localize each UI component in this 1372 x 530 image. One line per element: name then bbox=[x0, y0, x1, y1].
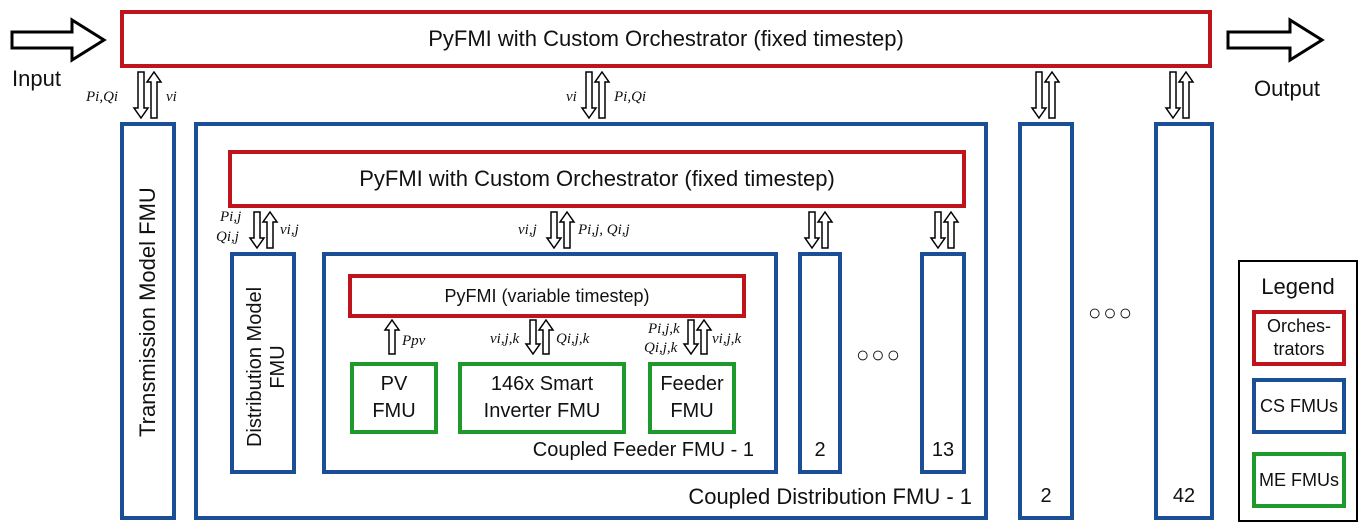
ppv-label: Ppv bbox=[402, 333, 426, 349]
coupled-feeder-label: Coupled Feeder FMU - 1 bbox=[532, 439, 754, 461]
coupled-distribution-box: Coupled Distribution FMU - 1 bbox=[194, 122, 988, 520]
pv-fmu-line2: FMU bbox=[372, 400, 416, 422]
input-label: Input bbox=[12, 66, 61, 91]
coupled-distribution-label: Coupled Distribution FMU - 1 bbox=[688, 484, 972, 509]
fd-left-top-label: Pi,j,k bbox=[648, 321, 680, 337]
legend-box: Legend Orches- trators CS FMUs ME FMUs bbox=[1238, 260, 1358, 522]
dist-left-bottom-label: Qi,j bbox=[216, 229, 239, 245]
outer-column-2-label: 2 bbox=[1040, 485, 1052, 507]
feeder-fmu-box: Feeder FMU bbox=[648, 362, 736, 434]
tm-left-label: Pi,Qi bbox=[86, 89, 119, 105]
feeder-column-13: 13 bbox=[920, 252, 966, 474]
output-label: Output bbox=[1254, 76, 1321, 101]
inv-right-label: Qi,j,k bbox=[556, 331, 590, 347]
pv-fmu-line1: PV bbox=[380, 373, 408, 395]
bidir-arrow-feeder bbox=[682, 318, 713, 356]
outer-ellipsis: ○○○ bbox=[1088, 300, 1134, 325]
bidir-arrow-cd bbox=[580, 70, 611, 120]
distribution-model-line1: Distribution Model bbox=[244, 286, 266, 448]
input-arrow bbox=[10, 17, 107, 63]
inverter-fmu-line1: 146x Smart bbox=[490, 373, 594, 395]
cd-left-label: vi bbox=[566, 89, 577, 105]
feeder-fmu-line2: FMU bbox=[670, 400, 714, 422]
bidir-arrow-feeder2 bbox=[803, 210, 834, 250]
feeder-column-2-label: 2 bbox=[814, 439, 826, 461]
legend-me-label: ME FMUs bbox=[1259, 469, 1339, 490]
fd-right-label: vi,j,k bbox=[712, 331, 742, 347]
legend-orchestrators: Orches- trators bbox=[1252, 310, 1346, 366]
bidir-arrow-col2 bbox=[1030, 70, 1061, 120]
cf-right-label: Pi,j, Qi,j bbox=[578, 222, 630, 238]
feeder-fmu-line1: Feeder bbox=[660, 373, 724, 395]
bidir-arrow-feeder13 bbox=[929, 210, 960, 250]
feeder-column-13-label: 13 bbox=[931, 439, 955, 461]
bidir-arrow-inverter bbox=[524, 318, 555, 356]
transmission-model-box: Transmission Model FMU bbox=[120, 122, 176, 520]
up-arrow-pv bbox=[383, 318, 401, 355]
outer-column-42-label: 42 bbox=[1172, 485, 1196, 507]
legend-cs-fmus: CS FMUs bbox=[1252, 378, 1346, 434]
top-orchestrator-box: PyFMI with Custom Orchestrator (fixed ti… bbox=[120, 10, 1212, 68]
bidir-arrow-tm bbox=[132, 70, 163, 120]
top-orchestrator-label: PyFMI with Custom Orchestrator (fixed ti… bbox=[428, 26, 904, 51]
coupled-feeder-box: Coupled Feeder FMU - 1 bbox=[322, 252, 778, 474]
distribution-model-text: Distribution Model FMU bbox=[244, 256, 289, 478]
feeder-column-2: 2 bbox=[798, 252, 842, 474]
cd-right-label: Pi,Qi bbox=[614, 89, 647, 105]
bidir-arrow-dist bbox=[248, 210, 279, 250]
inverter-fmu-line2: Inverter FMU bbox=[483, 400, 601, 422]
dist-left-top-label: Pi,j bbox=[220, 209, 242, 225]
distribution-model-box: Distribution Model FMU bbox=[230, 252, 296, 474]
legend-me-fmus: ME FMUs bbox=[1252, 452, 1346, 508]
outer-column-42: 42 bbox=[1154, 122, 1214, 520]
inner-orchestrator-label: PyFMI with Custom Orchestrator (fixed ti… bbox=[359, 166, 835, 191]
inner-orchestrator-box: PyFMI with Custom Orchestrator (fixed ti… bbox=[228, 150, 966, 208]
dist-right-label: vi,j bbox=[280, 222, 299, 238]
bidir-arrow-cf bbox=[545, 210, 576, 250]
cf-left-label: vi,j bbox=[518, 222, 537, 238]
fd-left-bottom-label: Qi,j,k bbox=[644, 340, 678, 356]
inv-left-label: vi,j,k bbox=[490, 331, 520, 347]
legend-orch-line1: Orches- bbox=[1266, 316, 1331, 336]
transmission-model-label: Transmission Model FMU bbox=[135, 187, 160, 437]
inner-ellipsis: ○○○ bbox=[856, 342, 902, 367]
pv-fmu-box: PV FMU bbox=[350, 362, 438, 434]
feeder-orchestrator-label: PyFMI (variable timestep) bbox=[444, 285, 650, 306]
legend-title: Legend bbox=[1261, 274, 1335, 299]
output-arrow bbox=[1226, 17, 1325, 63]
inverter-fmu-box: 146x Smart Inverter FMU bbox=[458, 362, 626, 434]
tm-right-label: vi bbox=[166, 89, 177, 105]
outer-column-2: 2 bbox=[1018, 122, 1074, 520]
bidir-arrow-col42 bbox=[1164, 70, 1195, 120]
distribution-model-line2: FMU bbox=[267, 345, 289, 389]
legend-cs-label: CS FMUs bbox=[1260, 395, 1338, 416]
legend-orch-line2: trators bbox=[1273, 339, 1325, 359]
feeder-orchestrator-box: PyFMI (variable timestep) bbox=[348, 274, 746, 318]
